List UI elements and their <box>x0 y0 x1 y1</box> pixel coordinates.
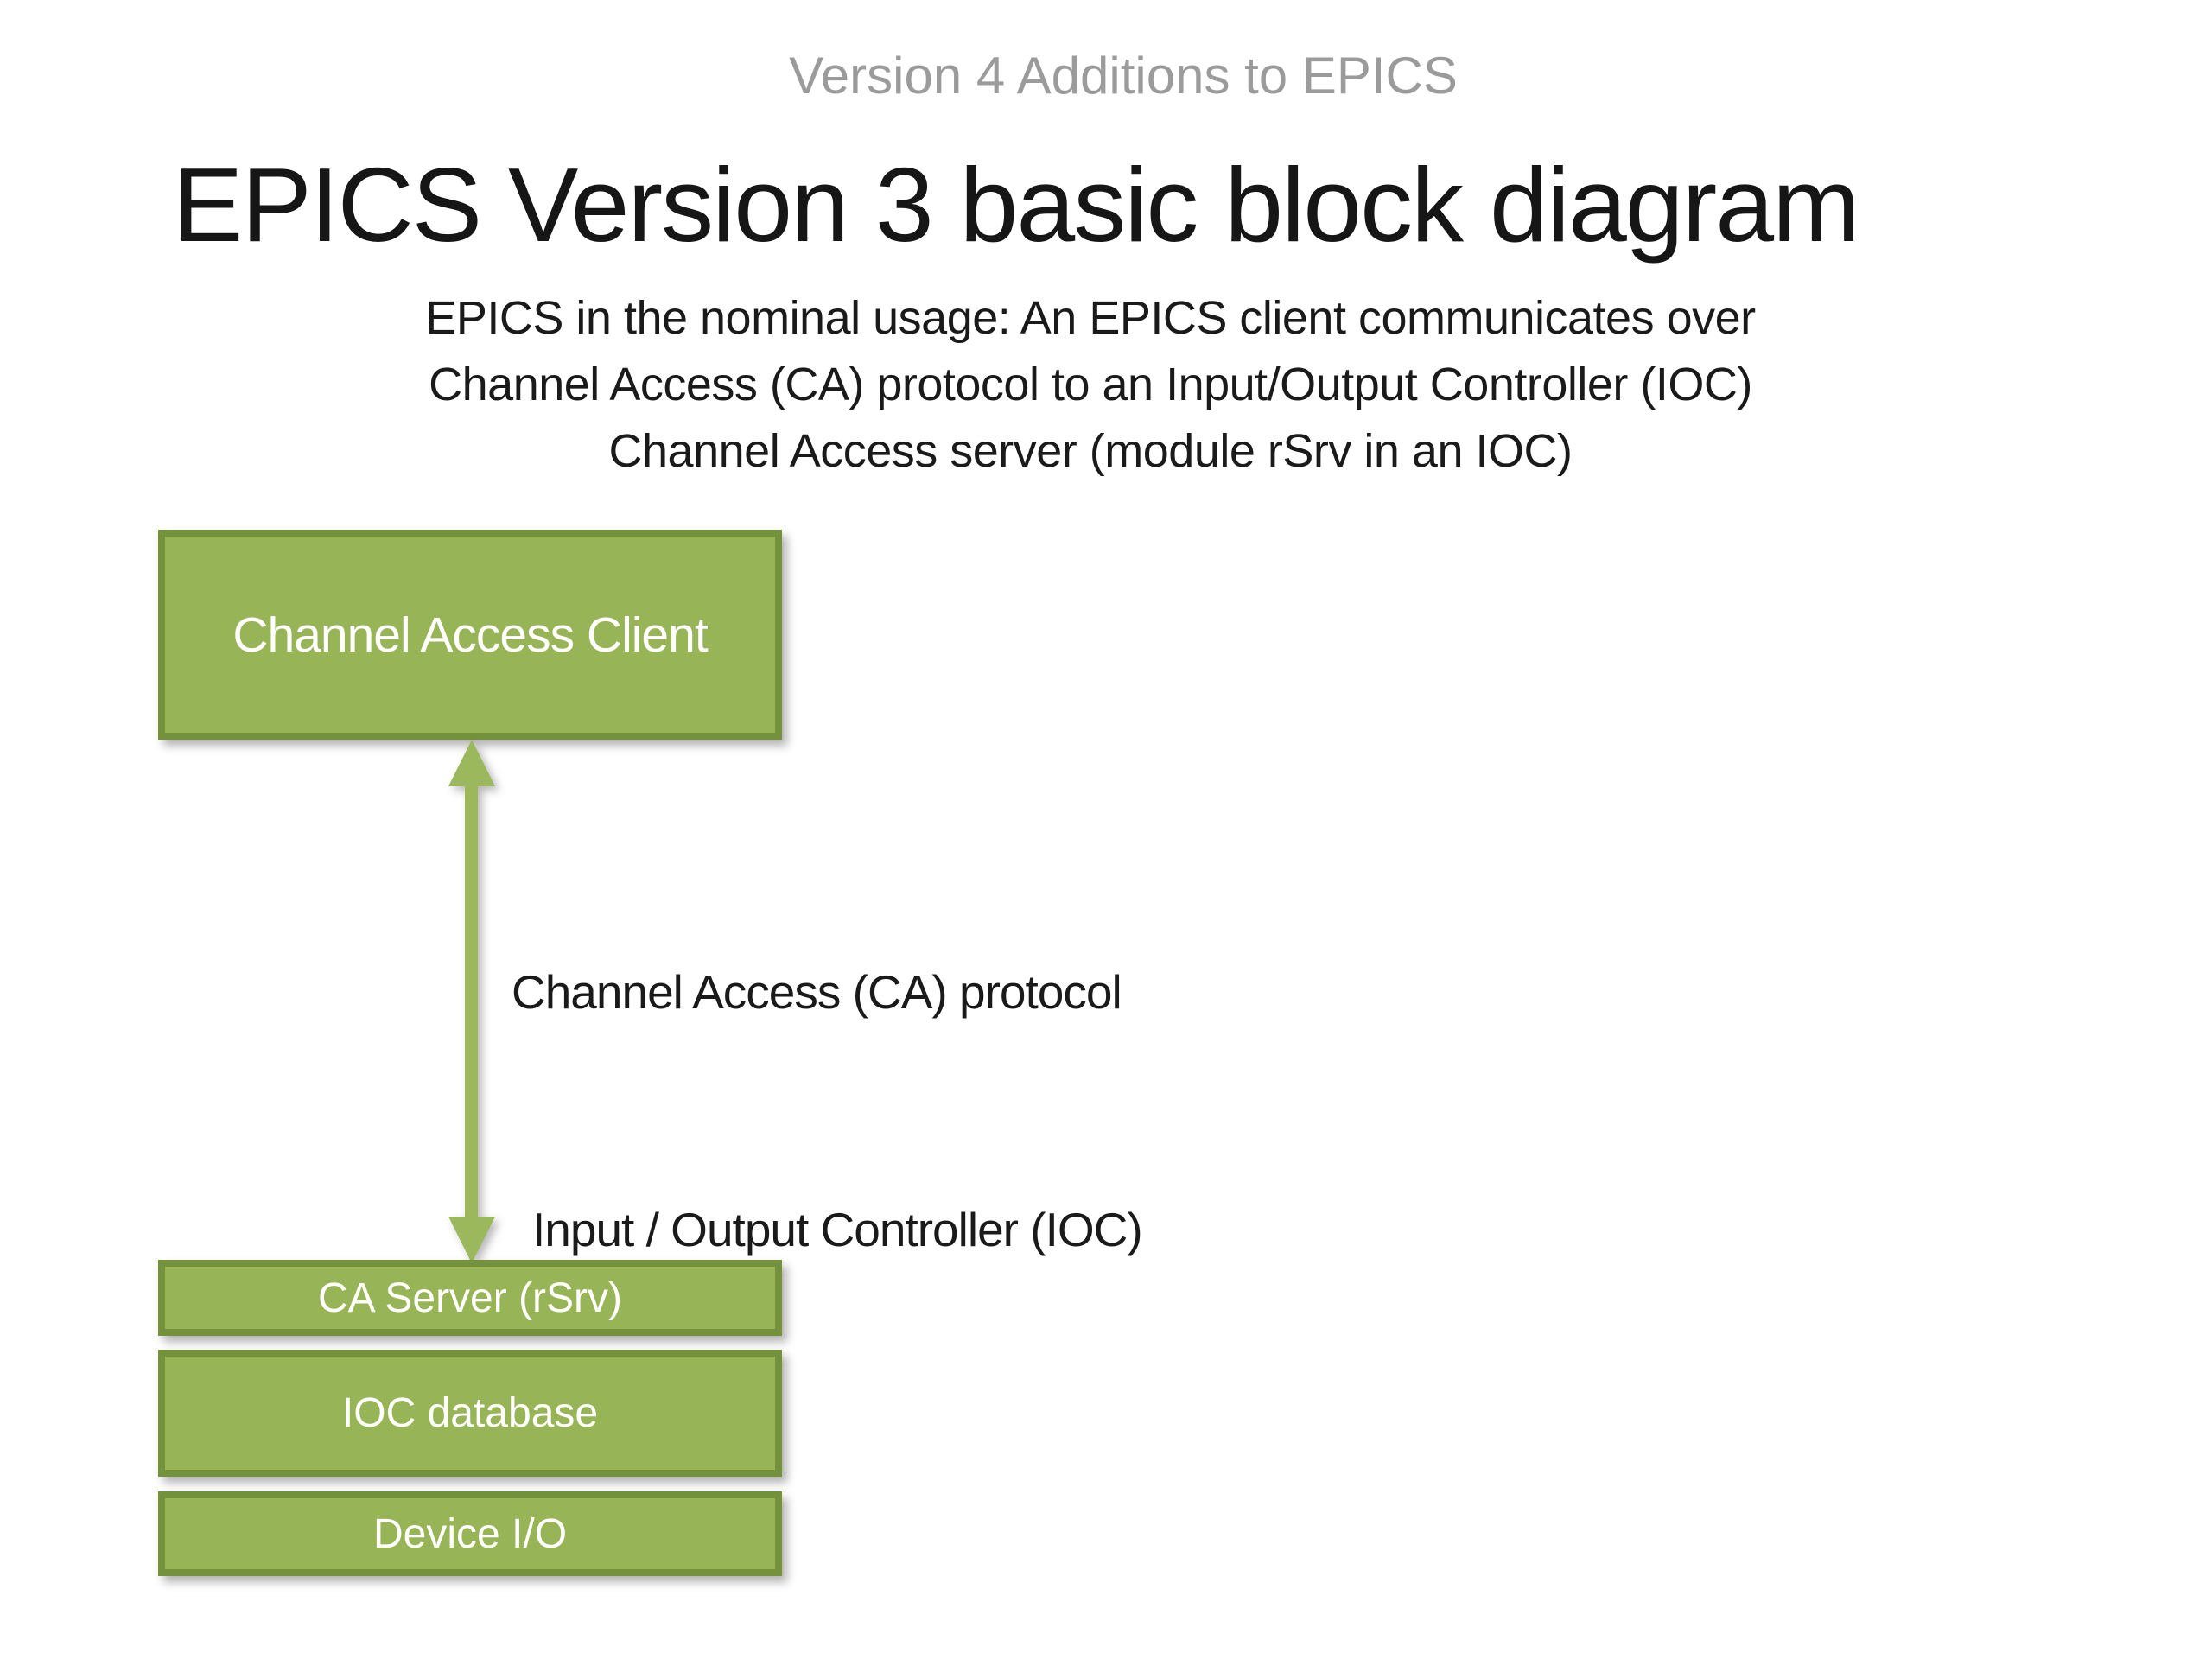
ioc-database-label: IOC database <box>341 1390 599 1436</box>
slide-subtitle: EPICS in the nominal usage: An EPICS cli… <box>0 285 2196 485</box>
ioc-section-label: Input / Output Controller (IOC) <box>532 1203 1143 1256</box>
slide-header: Version 4 Additions to EPICS <box>789 47 1458 105</box>
channel-access-client-box: Channel Access Client <box>158 530 782 740</box>
ca-protocol-label: Channel Access (CA) protocol <box>512 965 1122 1019</box>
device-io-label: Device I/O <box>372 1510 568 1557</box>
arrow-down-icon <box>448 1217 495 1263</box>
ca-server-label: CA Server (rSrv) <box>317 1274 623 1321</box>
subtitle-line-3: Channel Access server (module rSrv in an… <box>608 425 1573 477</box>
arrow-shaft <box>465 779 478 1222</box>
subtitle-line-1: EPICS in the nominal usage: An EPICS cli… <box>425 292 1756 344</box>
ioc-database-box: IOC database <box>158 1350 782 1477</box>
channel-access-client-label: Channel Access Client <box>232 607 708 663</box>
ca-server-box: CA Server (rSrv) <box>158 1260 782 1336</box>
arrow-up-icon <box>448 740 495 786</box>
device-io-box: Device I/O <box>158 1491 782 1576</box>
page-title: EPICS Version 3 basic block diagram <box>173 146 1860 264</box>
subtitle-line-2: Channel Access (CA) protocol to an Input… <box>429 359 1752 410</box>
